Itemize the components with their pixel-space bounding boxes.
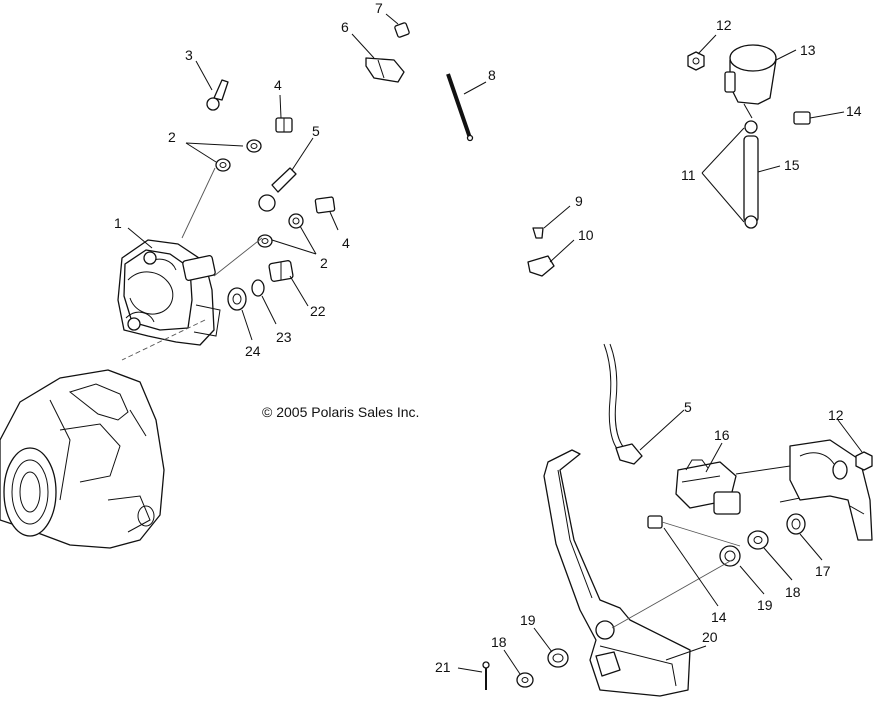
callout-2: 2 <box>168 129 176 145</box>
callout-22: 22 <box>310 303 326 319</box>
screw-14-upper <box>793 111 811 125</box>
clamps-11 <box>744 120 758 229</box>
washer-18-right <box>747 530 769 550</box>
washers-2 <box>215 139 304 248</box>
cap-12-upper <box>687 51 705 71</box>
fitting-10 <box>527 255 555 277</box>
bushing-19-right <box>719 545 741 567</box>
callout-18: 18 <box>491 634 507 650</box>
nut-12-lower <box>855 451 873 471</box>
bolt-4-upper <box>275 117 293 133</box>
pin-21 <box>482 661 490 690</box>
callout-13: 13 <box>800 42 816 58</box>
brake-caliper <box>117 239 221 346</box>
fitting-6 <box>365 57 405 83</box>
banjo-fitting-5-lower <box>615 443 643 465</box>
callout-8: 8 <box>488 67 496 83</box>
leader-lines <box>127 13 863 675</box>
callout-19: 19 <box>520 612 536 628</box>
callout-4: 4 <box>342 235 350 251</box>
callout-14: 14 <box>846 103 862 119</box>
callout-1: 1 <box>114 215 122 231</box>
callout-10: 10 <box>578 227 594 243</box>
clip-17 <box>786 513 806 535</box>
callout-6: 6 <box>341 19 349 35</box>
callout-15: 15 <box>784 157 800 173</box>
washer-23 <box>251 279 265 297</box>
copyright-notice: © 2005 Polaris Sales Inc. <box>262 404 419 420</box>
callout-20: 20 <box>702 629 718 645</box>
hose-15 <box>743 135 759 223</box>
bolt-4-lower <box>314 196 336 214</box>
washer-18-left <box>516 672 534 688</box>
bolt-22 <box>268 260 294 282</box>
callout-labels: 1 2 2 3 4 4 5 5 6 7 8 9 10 11 12 12 13 1… <box>114 0 862 675</box>
brake-pedal-20 <box>543 449 691 697</box>
callout-5: 5 <box>684 399 692 415</box>
callout-9: 9 <box>575 193 583 209</box>
fitting-7 <box>394 22 410 38</box>
axle-housing <box>0 369 165 549</box>
callout-23: 23 <box>276 329 292 345</box>
callout-14: 14 <box>711 609 727 625</box>
brake-line <box>603 343 625 451</box>
callout-24: 24 <box>245 343 261 359</box>
callout-5: 5 <box>312 123 320 139</box>
callout-21: 21 <box>435 659 451 675</box>
washer-24 <box>227 287 247 311</box>
callout-16: 16 <box>714 427 730 443</box>
bushing-19-left <box>547 648 569 668</box>
bolt-9 <box>532 227 544 239</box>
callout-3: 3 <box>185 47 193 63</box>
callout-19: 19 <box>757 597 773 613</box>
reservoir-13 <box>724 44 777 119</box>
callout-2: 2 <box>320 255 328 271</box>
callout-11: 11 <box>681 167 696 183</box>
rod-8 <box>446 73 474 142</box>
callout-17: 17 <box>815 563 831 579</box>
banjo-fitting-5-upper <box>258 167 297 212</box>
bleeder-screw-3 <box>206 79 229 111</box>
callout-12: 12 <box>828 407 844 423</box>
master-cylinder-16 <box>675 459 741 515</box>
callout-4: 4 <box>274 77 282 93</box>
callout-12: 12 <box>716 17 732 33</box>
callout-18: 18 <box>785 584 801 600</box>
bolt-14-lower <box>647 515 663 529</box>
callout-7: 7 <box>375 0 383 16</box>
mount-bracket <box>789 439 873 541</box>
